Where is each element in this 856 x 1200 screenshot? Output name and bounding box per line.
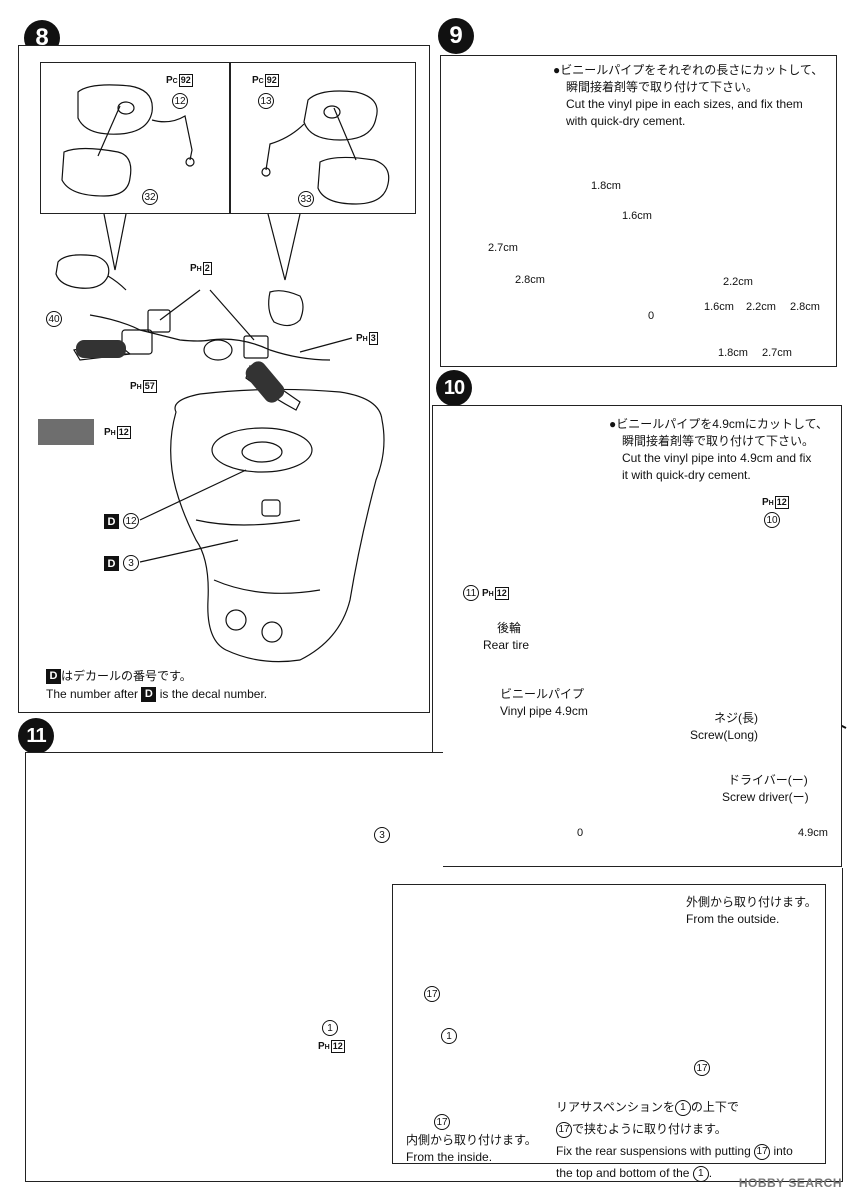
vinyl-pipe-label: ビニールパイプ Vinyl pipe 4.9cm <box>500 687 588 718</box>
part-17: 17 <box>694 1060 710 1076</box>
rear-tire-label: 後輪 Rear tire <box>483 621 530 652</box>
part-10: 10 <box>764 512 780 528</box>
part-12: 12 <box>172 93 188 109</box>
step-11-number: 11 <box>18 718 54 754</box>
scale-label-bottom: 2.7cm <box>762 347 792 359</box>
step-9-instruction: ●ビニールパイプをそれぞれの長さにカットして、 瞬間接着剤等で取り付けて下さい。… <box>553 63 824 128</box>
decal-note-en: The number after D is the decal number. <box>46 687 268 703</box>
part-13: 13 <box>258 93 274 109</box>
part-1: 1 <box>692 1165 709 1182</box>
length-label: 1.8cm <box>591 180 621 192</box>
decal-icon: D <box>141 687 157 703</box>
decal-icon: D <box>104 514 119 529</box>
paint-swatch <box>38 419 94 445</box>
scale-label-bottom: 1.8cm <box>718 347 748 359</box>
screw-label: ネジ(長) Screw(Long) <box>690 711 759 742</box>
decal-icon: D <box>104 556 119 571</box>
part-33: 33 <box>298 191 314 207</box>
part-1: 1 <box>322 1020 338 1036</box>
scale-label-top: 1.6cm <box>704 301 734 313</box>
part-17: 17 <box>424 986 440 1002</box>
part-3: 3 <box>374 827 390 843</box>
part-11: 11 <box>463 585 479 601</box>
length-label: 2.2cm <box>723 276 753 288</box>
step-9-panel <box>440 55 837 367</box>
scale-zero: 0 <box>577 827 584 839</box>
step-10-number: 10 <box>436 370 472 406</box>
from-outside-label: 外側から取り付けます。 From the outside. <box>686 895 817 926</box>
scale-zero: 0 <box>648 310 655 322</box>
scale-label-top: 2.8cm <box>790 301 820 313</box>
length-label: 1.6cm <box>622 210 652 222</box>
scale-end: 4.9cm <box>798 827 828 839</box>
scale-label-top: 2.2cm <box>746 301 776 313</box>
part-1: 1 <box>674 1099 691 1116</box>
step-10-instruction: ●ビニールパイプを4.9cmにカットして、 瞬間接着剤等で取り付けて下さい。 C… <box>609 417 828 482</box>
decal-icon: D <box>46 669 61 685</box>
length-label: 2.8cm <box>515 274 545 286</box>
length-label: 2.7cm <box>488 242 518 254</box>
part-17: 17 <box>754 1143 771 1160</box>
from-inside-label: 内側から取り付けます。 From the inside. <box>406 1133 537 1164</box>
part-17: 17 <box>556 1121 572 1138</box>
part-17: 17 <box>434 1114 450 1130</box>
part-40: 40 <box>46 311 62 327</box>
part-32: 32 <box>142 189 158 205</box>
decal-3: 3 <box>123 555 139 571</box>
step-10-panel <box>432 405 842 867</box>
step-11-detail-box <box>392 884 826 1164</box>
watermark: HOBBY SEARCH <box>738 1176 842 1190</box>
step-9-number: 9 <box>438 18 474 54</box>
part-1: 1 <box>441 1028 457 1044</box>
decal-12: 12 <box>123 513 139 529</box>
driver-label: ドライバー(ー) Screw driver(ー) <box>722 773 809 804</box>
